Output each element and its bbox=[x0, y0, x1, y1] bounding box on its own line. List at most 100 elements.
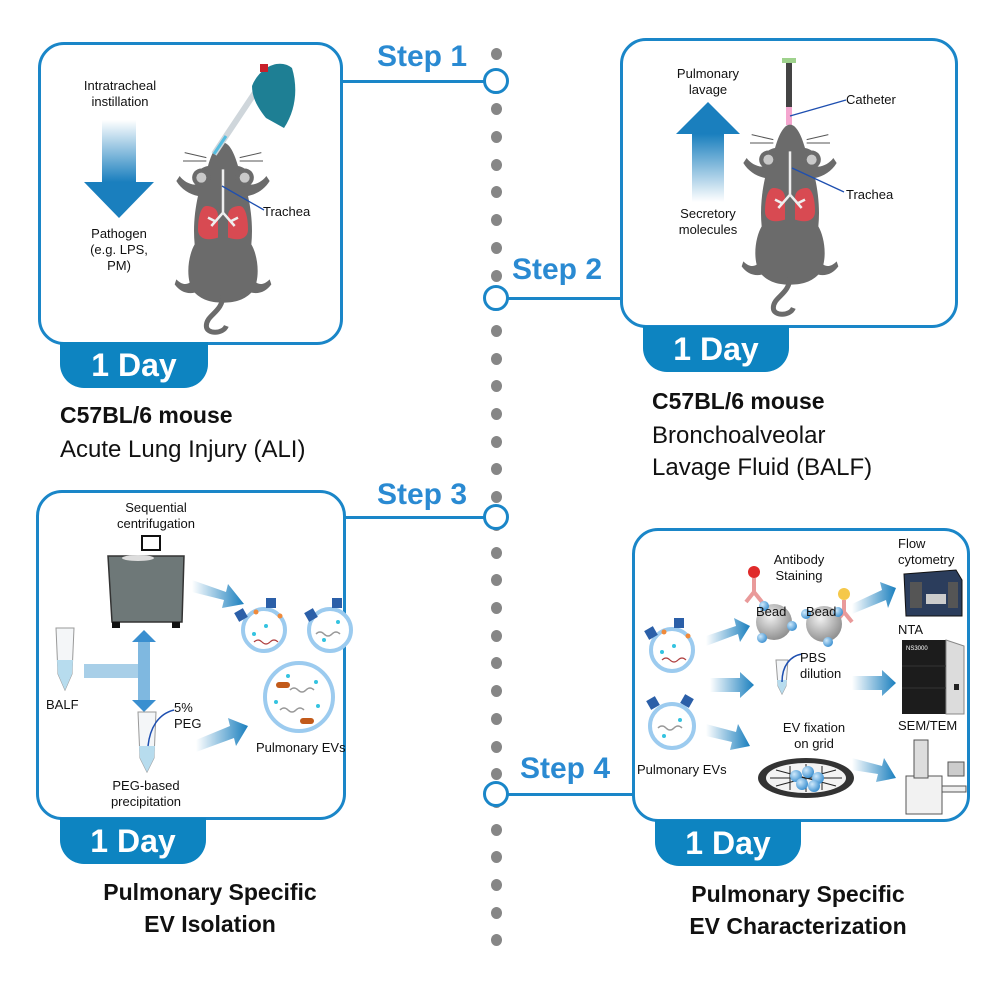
timeline-dot bbox=[491, 851, 502, 863]
grid-icon bbox=[758, 758, 854, 798]
timeline-dot bbox=[491, 713, 502, 725]
timeline-dot bbox=[491, 741, 502, 753]
antibody-bead-icon-a bbox=[744, 566, 797, 643]
timeline-dot bbox=[491, 186, 502, 198]
step4-evs-label: Pulmonary EVs bbox=[637, 762, 727, 777]
step3-panel bbox=[36, 490, 346, 820]
ev-vesicle-icon-b bbox=[304, 598, 353, 653]
timeline-dot bbox=[491, 325, 502, 337]
caption-line: Pulmonary Specific bbox=[103, 879, 317, 905]
nta-model-text: NS3000 bbox=[906, 646, 928, 652]
step3-caption: Pulmonary Specific EV Isolation bbox=[50, 876, 370, 940]
step2-up-arrow-icon bbox=[676, 102, 740, 202]
label-line: lavage bbox=[688, 82, 728, 97]
centrifugation-label: Sequential centrifugation bbox=[106, 500, 206, 532]
arrow-to-pbs-icon bbox=[710, 672, 754, 698]
step4-caption: Pulmonary Specific EV Characterization bbox=[638, 878, 958, 942]
timeline-dot bbox=[491, 547, 502, 559]
step2-trachea-pointer bbox=[791, 167, 845, 193]
step2-label: Step 2 bbox=[512, 253, 603, 286]
label-line: precipitation bbox=[110, 794, 182, 809]
arrow-centrifuge-to-evs-icon bbox=[192, 580, 244, 608]
timeline-dot bbox=[491, 214, 502, 226]
timeline-dot bbox=[491, 934, 502, 946]
step4-label: Step 4 bbox=[520, 752, 611, 785]
step3-label: Step 3 bbox=[377, 478, 468, 511]
step2-trachea-label: Trachea bbox=[846, 187, 894, 202]
timeline-dot bbox=[491, 159, 502, 171]
step4-ev-vesicle-icon-a bbox=[644, 618, 695, 673]
split-arrow-icon bbox=[84, 630, 156, 712]
label-line: Flow bbox=[898, 536, 926, 551]
step4-ev-vesicle-icon-b bbox=[646, 694, 696, 750]
catheter-pointer bbox=[789, 99, 847, 117]
antibody-bead-icon-b bbox=[801, 588, 854, 647]
step3-evs-label: Pulmonary EVs bbox=[256, 740, 346, 755]
timeline-dot bbox=[491, 353, 502, 365]
label-line: Sequential bbox=[125, 500, 187, 515]
flow-cytometry-label: Flow cytometry bbox=[898, 536, 954, 568]
step2-connector bbox=[502, 297, 622, 300]
balf-tube-icon bbox=[55, 627, 75, 692]
label-line: PEG bbox=[174, 716, 202, 731]
label-line: (e.g. LPS, bbox=[90, 242, 148, 257]
caption-line: EV Characterization bbox=[689, 913, 907, 939]
label-line: molecules bbox=[678, 222, 738, 237]
arrow-to-flow-icon bbox=[852, 582, 896, 614]
timeline-dot bbox=[491, 242, 502, 254]
step2-lavage-label: Pulmonary lavage bbox=[668, 66, 748, 98]
label-line: EV fixation bbox=[782, 720, 846, 735]
timeline-dot bbox=[491, 685, 502, 697]
ev-vesicle-icon-a bbox=[234, 598, 287, 653]
antibody-staining-label: Antibody Staining bbox=[764, 552, 834, 584]
step4-timeline-marker bbox=[483, 781, 509, 807]
timeline-dot bbox=[491, 630, 502, 642]
step2-caption-line1: Bronchoalveolar bbox=[652, 422, 826, 449]
timeline-dot bbox=[491, 824, 502, 836]
label-line: Pathogen bbox=[91, 226, 147, 241]
caption-line: Pulmonary Specific bbox=[691, 881, 905, 907]
label-line: Intratracheal bbox=[83, 78, 157, 93]
step2-duration-badge: 1 Day bbox=[643, 326, 789, 372]
step1-connector bbox=[341, 80, 489, 83]
ev-fixation-label: EV fixation on grid bbox=[774, 720, 854, 752]
peg-precipitation-label: PEG-based precipitation bbox=[96, 778, 196, 810]
timeline-dot bbox=[491, 408, 502, 420]
caption-line: EV Isolation bbox=[144, 911, 276, 937]
step2-mouse-icon bbox=[740, 118, 840, 318]
step4-duration-badge: 1 Day bbox=[655, 820, 801, 866]
timeline-dot bbox=[491, 574, 502, 586]
step2-caption-strain: C57BL/6 mouse bbox=[652, 388, 825, 414]
centrifuge-icon bbox=[107, 535, 185, 628]
nta-instrument-icon: NS3000 bbox=[902, 639, 965, 715]
timeline-dot bbox=[491, 131, 502, 143]
timeline-dot bbox=[491, 270, 502, 282]
step1-label: Step 1 bbox=[377, 40, 468, 73]
label-line: Pulmonary bbox=[676, 66, 740, 81]
step2-caption-line2: Lavage Fluid (BALF) bbox=[652, 454, 873, 481]
arrow-to-sem-icon bbox=[852, 758, 896, 782]
pbs-dilution-label: PBS dilution bbox=[800, 650, 841, 682]
sem-tem-instrument-icon bbox=[905, 739, 967, 815]
step1-instillation-label: Intratracheal instillation bbox=[70, 78, 170, 110]
label-line: PM) bbox=[107, 258, 131, 273]
timeline-dot bbox=[491, 436, 502, 448]
arrow-to-beads-icon bbox=[706, 618, 750, 646]
arrow-to-grid-icon bbox=[706, 724, 750, 750]
step1-caption-model: Acute Lung Injury (ALI) bbox=[60, 436, 306, 463]
step3-duration-badge: 1 Day bbox=[60, 818, 206, 864]
label-line: on grid bbox=[794, 736, 834, 751]
peg-tube-icon bbox=[137, 711, 157, 774]
step1-caption-strain: C57BL/6 mouse bbox=[60, 402, 233, 428]
arrow-peg-to-evs-icon bbox=[196, 718, 248, 752]
timeline-dot bbox=[491, 491, 502, 503]
ev-vesicle-icon-large bbox=[263, 661, 335, 733]
timeline-dot bbox=[491, 657, 502, 669]
timeline-dot bbox=[491, 907, 502, 919]
step4-connector bbox=[502, 793, 634, 796]
peg-label: 5% PEG bbox=[174, 700, 201, 732]
step3-timeline-marker bbox=[483, 504, 509, 530]
label-line: 5% bbox=[174, 700, 193, 715]
pipette-hand-icon bbox=[211, 63, 296, 156]
label-line: Secretory bbox=[680, 206, 736, 221]
